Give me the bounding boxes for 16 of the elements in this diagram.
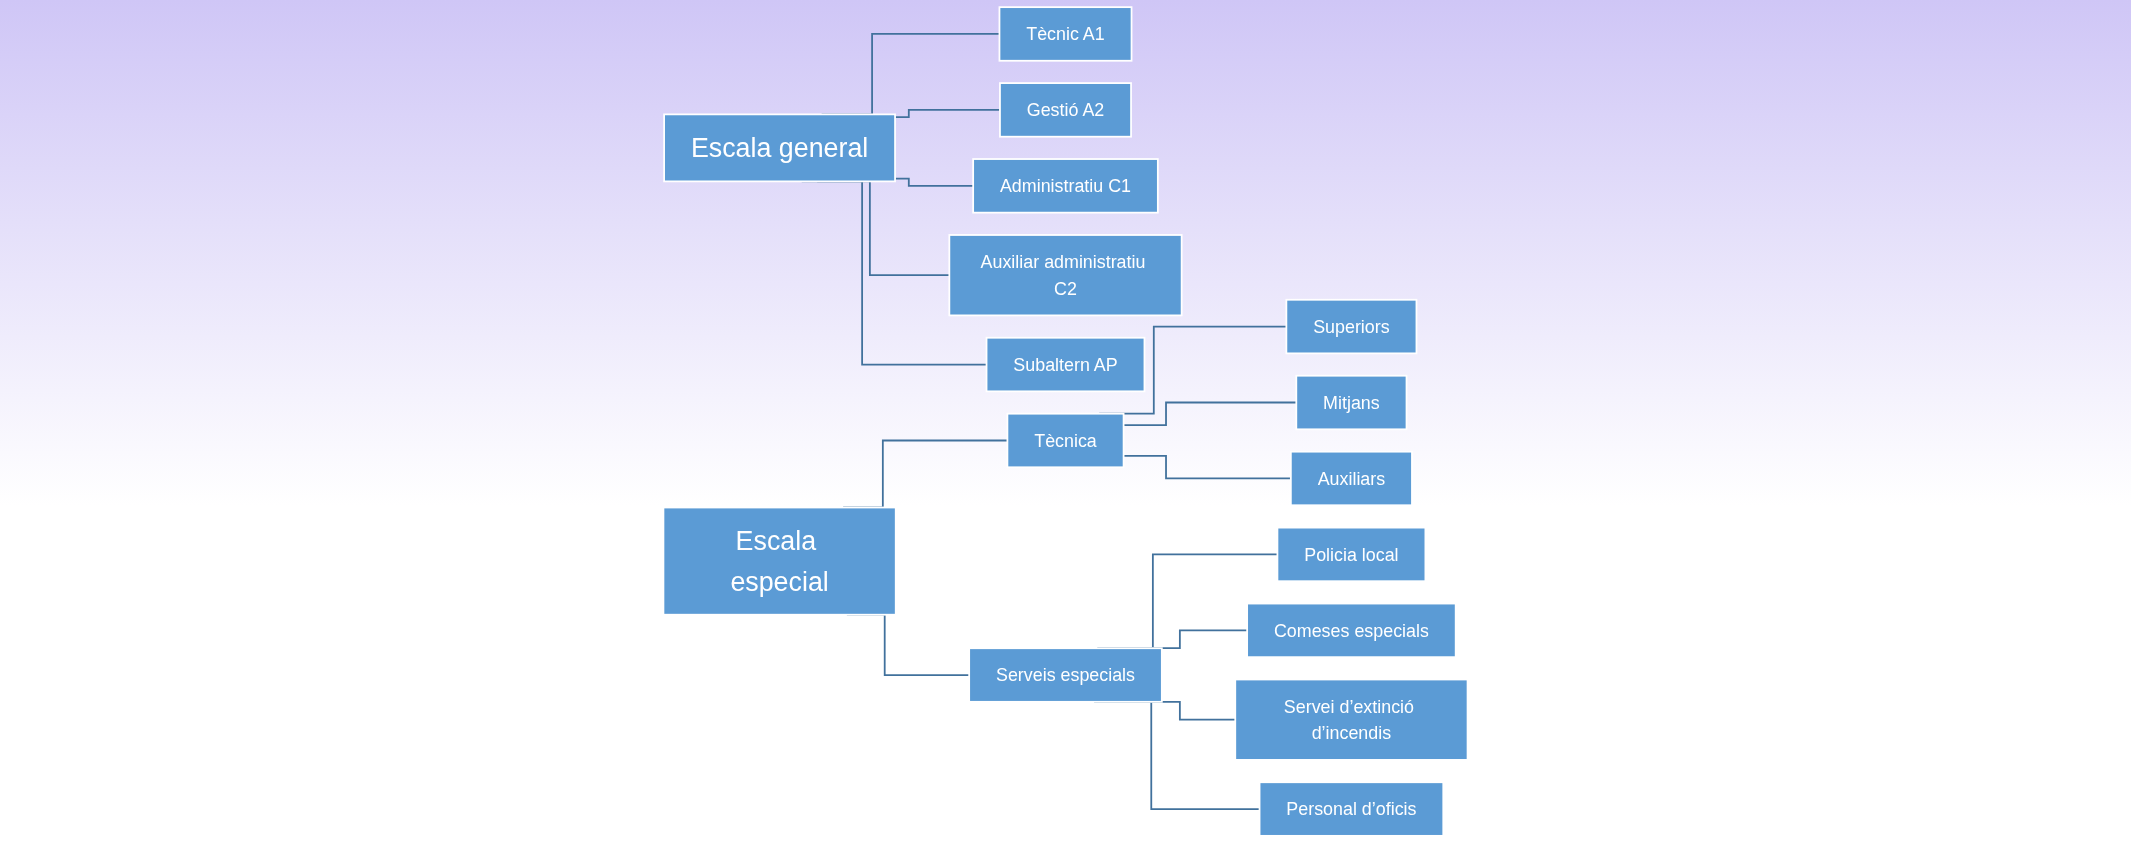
node-box: Mitjans (1295, 374, 1408, 431)
node-box: Tècnic A1 (998, 6, 1133, 62)
node-box: Escala general (663, 113, 896, 183)
node-box: Serveis especials (968, 647, 1163, 703)
node-box: Comeses especials (1246, 602, 1457, 659)
node-box: Auxiliars (1289, 450, 1413, 507)
node-box: Tècnica (1006, 412, 1125, 469)
node-box: Auxiliar administratiu C2 (948, 234, 1183, 317)
node-box: Administratiu C1 (972, 158, 1159, 214)
node-box: Subaltern AP (985, 336, 1146, 393)
node-box: Servei d’extinció d’incendis (1234, 678, 1469, 761)
node-box: Personal d’oficis (1258, 781, 1445, 837)
node-box: Policia local (1276, 526, 1427, 583)
node-box: Escala especial (662, 506, 897, 616)
node-box: Gestió A2 (999, 82, 1132, 138)
node-box: Superiors (1285, 298, 1418, 355)
